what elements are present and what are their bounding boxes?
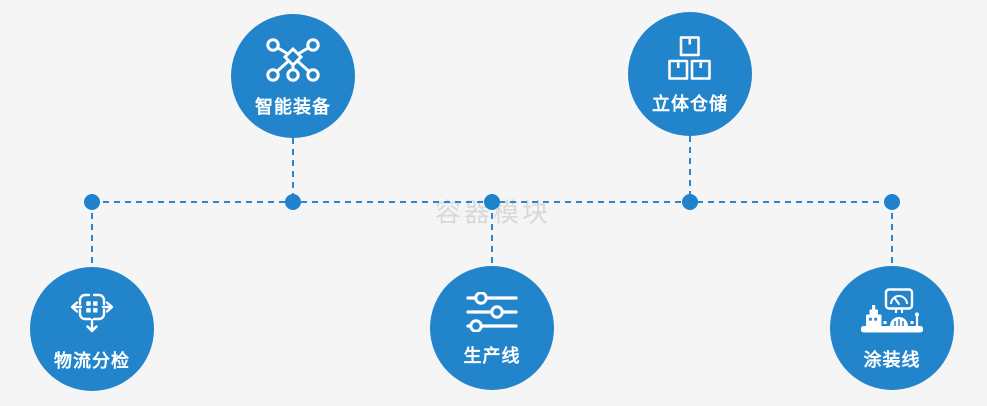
node-label: 物流分检 xyxy=(54,350,130,371)
junction-dot xyxy=(285,194,301,210)
sliders-icon xyxy=(466,291,518,332)
node-smart-equipment[interactable]: 智能装备 xyxy=(231,14,355,138)
sorting-crosshair-icon xyxy=(70,293,114,332)
node-label: 涂装线 xyxy=(863,349,921,370)
junction-dot xyxy=(884,194,900,210)
node-logistics-sorting[interactable]: 物流分检 xyxy=(30,267,154,391)
node-coating-line[interactable]: 涂装线 xyxy=(830,266,954,390)
junction-dot xyxy=(84,194,100,210)
node-label: 立体仓储 xyxy=(652,93,728,114)
junction-dot xyxy=(682,194,698,210)
node-production-line[interactable]: 生产线 xyxy=(430,266,554,390)
stacked-boxes-icon xyxy=(668,35,711,80)
network-nodes-icon xyxy=(266,37,320,82)
node-label: 生产线 xyxy=(463,345,521,366)
control-console-icon xyxy=(861,287,923,332)
node-label: 智能装备 xyxy=(255,96,331,117)
node-stereo-warehouse[interactable]: 立体仓储 xyxy=(628,12,752,136)
junction-dot xyxy=(484,194,500,210)
